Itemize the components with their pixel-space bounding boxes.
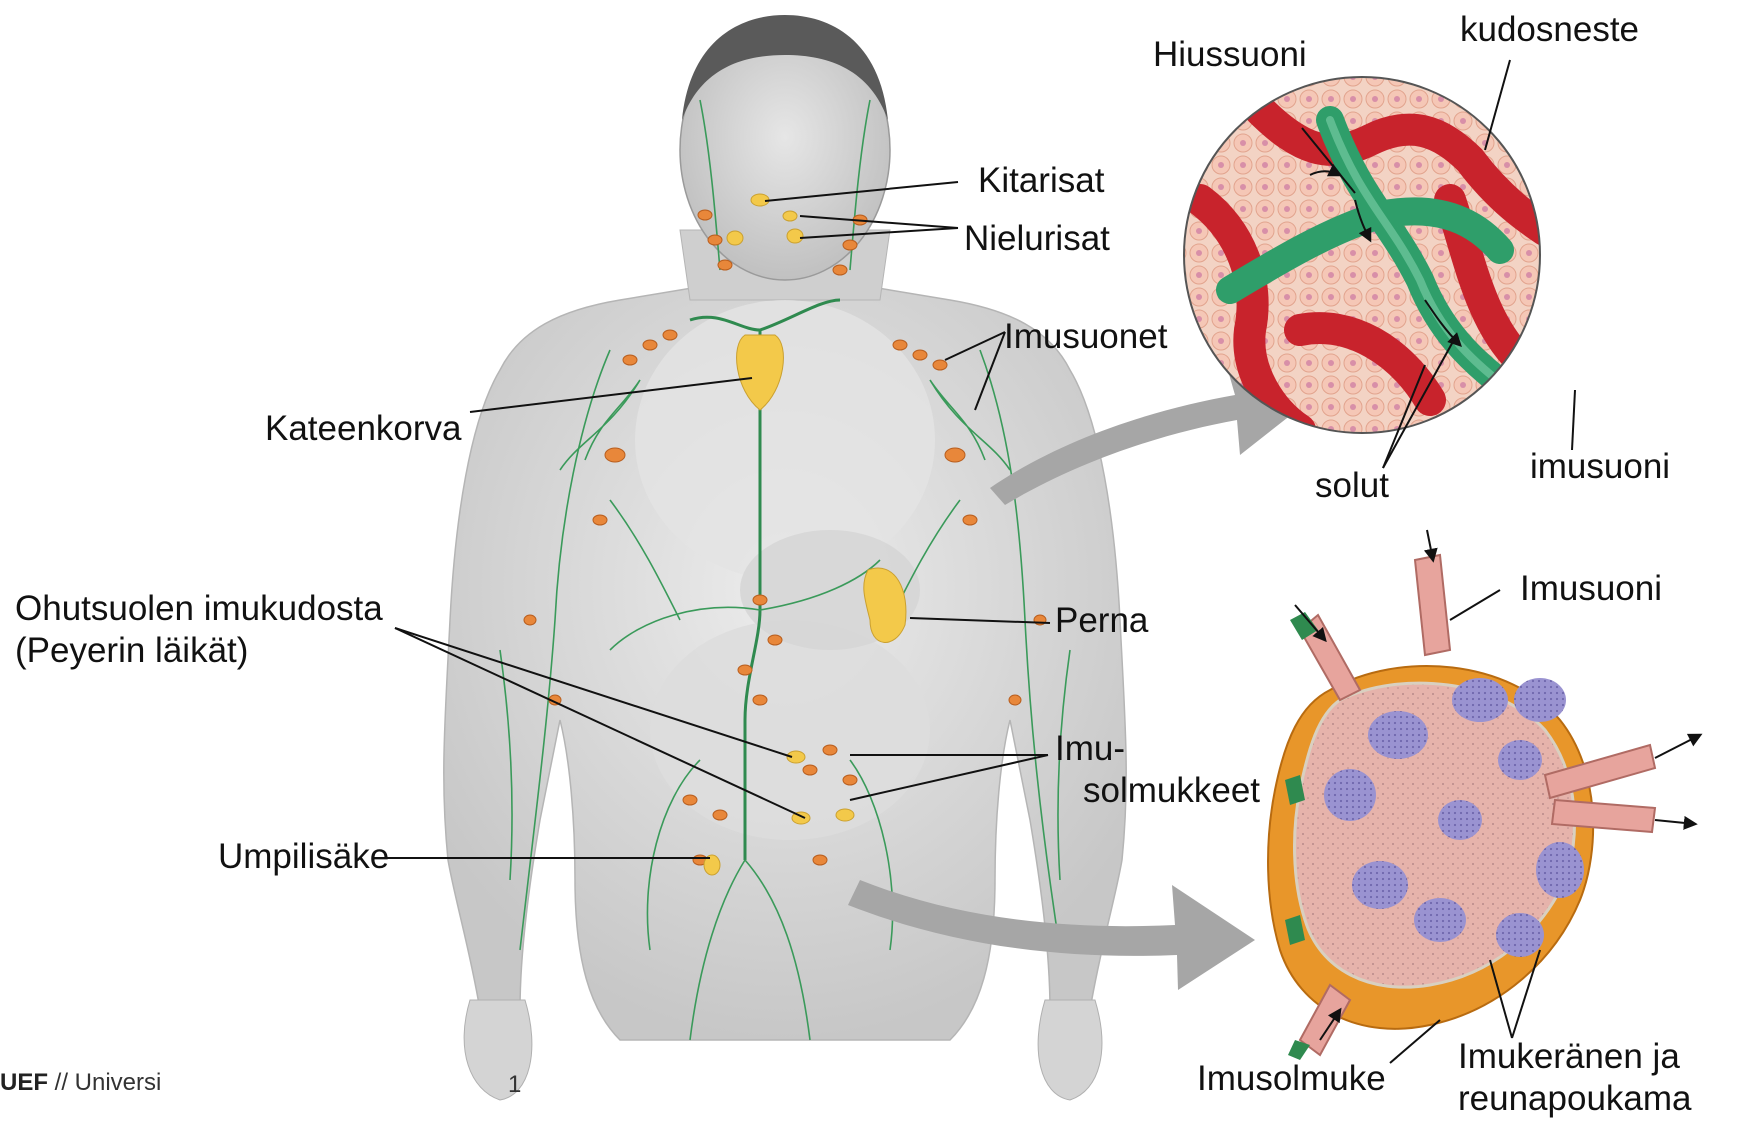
lungs-shape (635, 300, 935, 580)
label-imusuoni-small: imusuoni (1530, 447, 1670, 486)
label-imusolmuke: Imusolmuke (1197, 1059, 1386, 1098)
follicle (1324, 769, 1376, 821)
label-imusolmukkeet-line1: Imu- (1055, 729, 1125, 768)
label-imusuonet: Imusuonet (1004, 317, 1168, 356)
footer: UEF // Universi 1 (0, 1069, 521, 1098)
follicle (1498, 740, 1542, 780)
label-kudosneste: kudosneste (1460, 10, 1639, 49)
label-umpilisake: Umpilisäke (218, 837, 389, 876)
intestine-shape (650, 620, 930, 840)
label-kitarisat: Kitarisat (978, 161, 1105, 200)
label-hiussuoni: Hiussuoni (1153, 35, 1307, 74)
label-imukeranen-line1: Imukeränen ja (1458, 1037, 1680, 1076)
footer-page-mark: 1 (508, 1071, 521, 1098)
label-kateenkorva: Kateenkorva (265, 409, 462, 448)
label-solut: solut (1315, 466, 1389, 505)
label-ohutsuoli-line2: (Peyerin läikät) (15, 631, 248, 670)
footer-brand: UEF (0, 1069, 48, 1096)
follicle (1496, 913, 1544, 957)
right-hand-shape (1038, 1000, 1102, 1100)
svg-text:UEF // Universi: UEF // Universi (0, 1069, 161, 1096)
footer-text: // Universi (48, 1069, 161, 1096)
follicle (1368, 711, 1428, 759)
follicle (1352, 861, 1408, 909)
tonsil-palatine-left (727, 231, 743, 245)
peyers-patch-3 (836, 809, 854, 821)
follicle (1536, 842, 1584, 898)
afferent-vessel-top (1415, 555, 1450, 655)
label-perna: Perna (1055, 601, 1149, 640)
follicle (1452, 678, 1508, 722)
tonsil-lingual (783, 211, 797, 221)
label-ohutsuoli-line1: Ohutsuolen imukudosta (15, 589, 383, 628)
follicle (1414, 898, 1466, 942)
label-nielurisat: Nielurisat (964, 219, 1110, 258)
tonsil-palatine-right (787, 229, 803, 243)
follicle (1514, 678, 1566, 722)
lymph-node-cross-section (1268, 530, 1700, 1060)
label-imukeranen-line2: reunapoukama (1458, 1079, 1692, 1118)
label-imusolmukkeet-line2: solmukkeet (1083, 771, 1260, 810)
label-imusuoni-node: Imusuoni (1520, 569, 1662, 608)
left-hand-shape (464, 1000, 532, 1100)
follicle (1438, 800, 1482, 840)
